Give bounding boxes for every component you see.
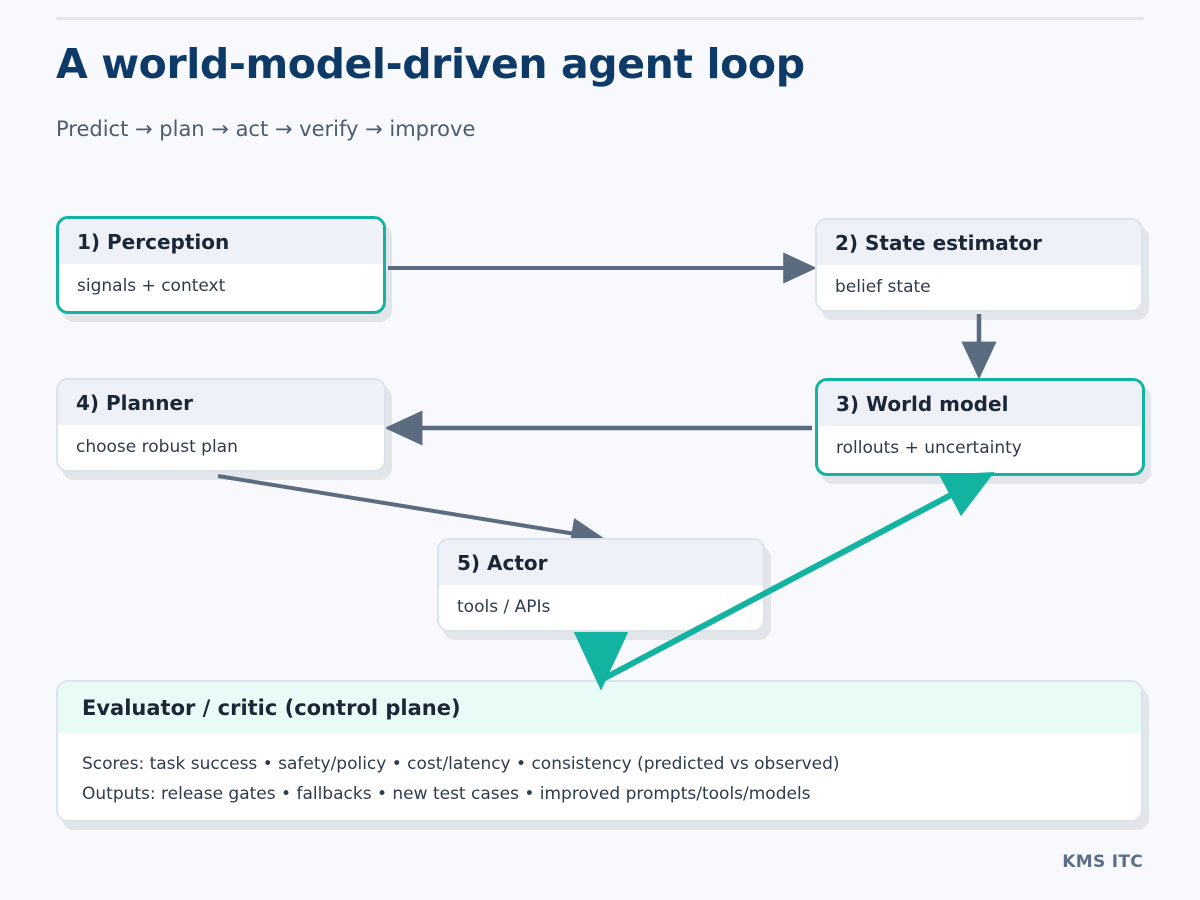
node-actor[interactable]: 5) Actor tools / APIs bbox=[437, 538, 765, 632]
node-planner[interactable]: 4) Planner choose robust plan bbox=[56, 378, 386, 472]
node-state-estimator-title: 2) State estimator bbox=[817, 220, 1141, 265]
arrow-planner-to-actor bbox=[217, 474, 605, 549]
page-title: A world-model-driven agent loop bbox=[56, 40, 805, 88]
node-evaluator-outputs-line: Outputs: release gates • fallbacks • new… bbox=[82, 784, 811, 804]
node-world-model[interactable]: 3) World model rollouts + uncertainty bbox=[815, 378, 1145, 476]
node-evaluator-scores-line: Scores: task success • safety/policy • c… bbox=[82, 754, 840, 774]
top-rule bbox=[56, 17, 1144, 20]
footer-brand: KMS ITC bbox=[1062, 852, 1143, 872]
node-perception-title: 1) Perception bbox=[59, 219, 383, 264]
node-evaluator-body: Scores: task success • safety/policy • c… bbox=[58, 733, 1141, 809]
page-subtitle: Predict → plan → act → verify → improve bbox=[56, 117, 476, 141]
node-world-model-body: rollouts + uncertainty bbox=[836, 438, 1022, 458]
node-state-estimator-body: belief state bbox=[835, 277, 931, 297]
node-planner-title: 4) Planner bbox=[58, 380, 384, 425]
node-perception[interactable]: 1) Perception signals + context bbox=[56, 216, 386, 314]
node-evaluator[interactable]: Evaluator / critic (control plane) Score… bbox=[56, 680, 1143, 822]
node-evaluator-title: Evaluator / critic (control plane) bbox=[58, 682, 1141, 733]
node-world-model-title: 3) World model bbox=[818, 381, 1142, 426]
node-planner-body: choose robust plan bbox=[76, 437, 238, 457]
node-perception-body: signals + context bbox=[77, 276, 226, 296]
node-actor-title: 5) Actor bbox=[439, 540, 763, 585]
node-state-estimator[interactable]: 2) State estimator belief state bbox=[815, 218, 1143, 312]
node-actor-body: tools / APIs bbox=[457, 597, 551, 617]
